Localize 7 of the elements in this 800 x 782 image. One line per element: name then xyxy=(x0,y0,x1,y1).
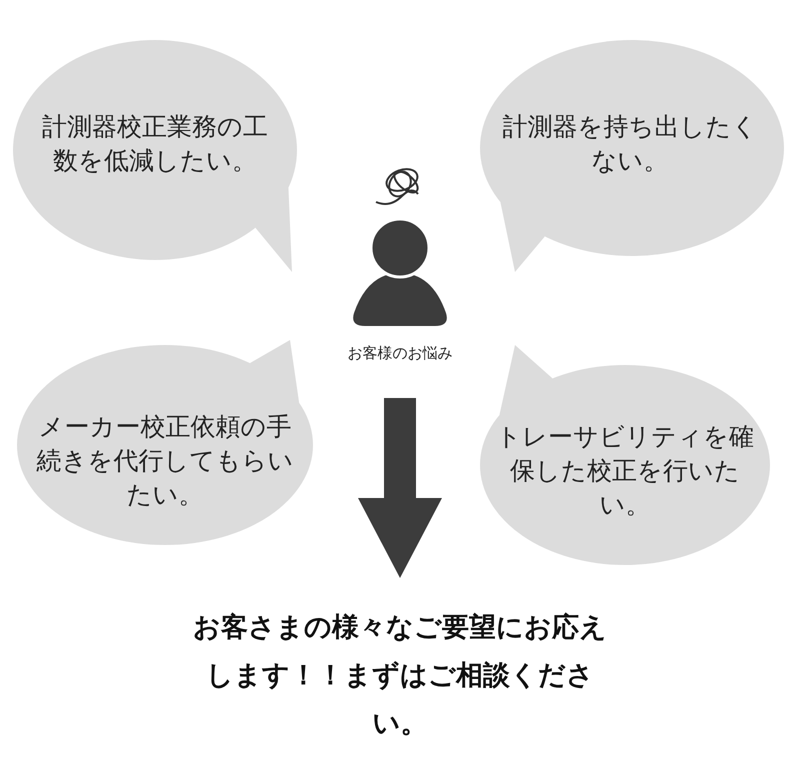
person-caption: お客様のお悩み xyxy=(346,344,454,363)
bubble-text: メーカー校正依頼の手続きを代行してもらいたい。 xyxy=(36,411,294,511)
closing-message: お客さまの様々なご要望にお応えします！！まずはご相談ください。 xyxy=(192,611,608,741)
bubble-text: 計測器を持ち出したくない。 xyxy=(502,111,758,177)
down-arrow xyxy=(358,398,442,578)
bubble-text: トレーサビリティを確保した校正を行いたい。 xyxy=(495,421,755,521)
bubble-text: 計測器校正業務の工数を低減したい。 xyxy=(41,111,269,177)
